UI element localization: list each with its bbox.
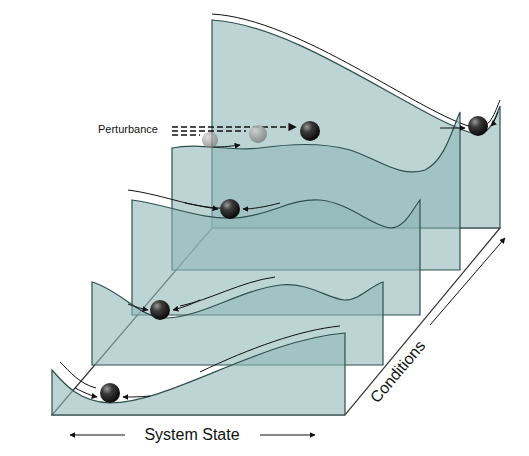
perturbance-label: Perturbance	[98, 123, 158, 135]
restoring-arrow	[75, 112, 498, 397]
landscape-panel	[52, 326, 345, 415]
axis-label: System State	[144, 426, 239, 444]
axis-arrow	[430, 238, 505, 325]
axis-arrow	[260, 435, 315, 436]
ball	[100, 116, 488, 403]
perturbance-arrow	[172, 127, 296, 135]
axis-arrow	[70, 435, 125, 436]
